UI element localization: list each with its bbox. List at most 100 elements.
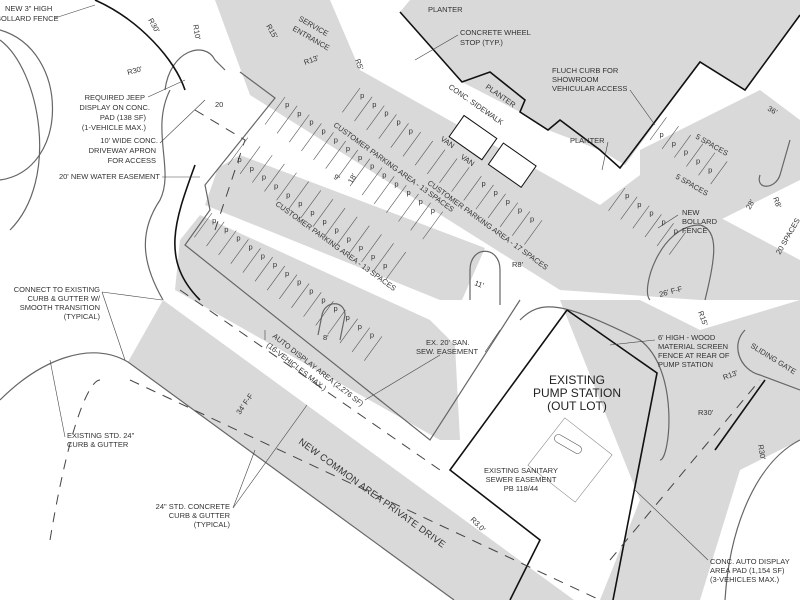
label-pump-station: EXISTING: [549, 373, 605, 387]
parking-stall-line: [632, 205, 650, 229]
label-san-easement: SEW. EASEMENT: [416, 347, 479, 356]
dim-r30-left: R30': [126, 64, 144, 77]
parking-stall-line: [414, 140, 434, 166]
parking-stall-line: [312, 199, 334, 227]
parking-marker: p: [372, 100, 376, 109]
label-twenty-spaces: 20 SPACES: [774, 217, 800, 256]
parking-marker: p: [347, 234, 351, 243]
island-lower: [317, 303, 346, 341]
water-easement-line: [194, 109, 246, 231]
private-drive: [128, 300, 574, 600]
pump-pad: [527, 417, 613, 503]
dim-18: 18': [346, 172, 359, 185]
parking-marker: p: [334, 304, 338, 313]
parking-stall-line: [366, 105, 385, 131]
parking-marker: p: [684, 148, 688, 157]
parking-marker: p: [309, 118, 313, 127]
parking-marker: p: [346, 313, 350, 322]
label-planter-right: PLANTER: [570, 136, 605, 145]
parking-marker: p: [323, 217, 327, 226]
right-lot-line: [714, 379, 766, 451]
curb-drive-upper: [144, 89, 171, 301]
label-std-curb: 24" STD. CONCRETE: [156, 502, 230, 511]
curb-drive-lower: [0, 352, 455, 600]
parking-stall-line: [410, 202, 431, 231]
label-flush-curb: VEHICULAR ACCESS: [552, 84, 627, 93]
parking-marker: p: [322, 126, 326, 135]
parking-stall-line: [398, 193, 419, 222]
parking-marker: p: [273, 260, 277, 269]
dim-9: 9': [332, 172, 342, 183]
parking-stall-line: [325, 140, 346, 169]
label-screen-fence: PUMP STATION: [658, 360, 713, 369]
parking-marker: p: [346, 144, 350, 153]
parking-stall-line: [276, 105, 298, 134]
parking-marker: p: [530, 214, 534, 223]
parking-marker: p: [224, 225, 228, 234]
parking-stall-line: [668, 231, 686, 255]
accessible-stalls: [448, 114, 537, 188]
parking-marker: p: [359, 243, 363, 252]
parking-stall-line: [339, 318, 358, 344]
parking-stall-line: [252, 154, 273, 183]
parking-stalls: pppppppppppppppppppppppppppppppppppppppp…: [194, 87, 728, 361]
building-area: [400, 0, 800, 165]
pump-curb: [519, 306, 670, 461]
parking-stall-line: [422, 211, 444, 240]
label-new-bollard: BOLLARD: [682, 217, 718, 226]
parking-stall-line: [524, 220, 543, 245]
parking-marker: p: [360, 91, 364, 100]
dim-r30: R30': [146, 17, 162, 35]
label-jeep-display: PAD (138 SF): [100, 113, 147, 122]
label-std-curb: (TYPICAL): [194, 520, 231, 529]
label-jeep-display: REQUIRED JEEP: [85, 93, 145, 102]
label-driveway-apron: 10' WIDE CONC.: [100, 136, 158, 145]
parking-stall-line: [194, 212, 213, 238]
parking-marker: p: [371, 252, 375, 261]
parking-stall-line: [451, 167, 470, 192]
label-connect-existing: (TYPICAL): [64, 312, 101, 321]
parking-stall-line: [303, 292, 322, 317]
parking-stall-line: [386, 184, 407, 213]
parking-stall-line: [313, 132, 334, 160]
parking-stall-line: [337, 149, 359, 178]
parking-stall-line: [300, 190, 322, 219]
parking-aisle-lower: [175, 215, 460, 440]
parking-stall-line: [239, 146, 261, 174]
parking-marker: p: [236, 234, 240, 243]
parking-marker: p: [407, 188, 411, 197]
parking-stall-line: [254, 256, 273, 282]
parking-marker: p: [506, 197, 510, 206]
parking-marker: p: [285, 269, 289, 278]
parking-marker: p: [382, 171, 386, 180]
parking-marker: p: [334, 135, 338, 144]
easement-line: [49, 379, 601, 600]
parking-stall-line: [463, 175, 482, 201]
gate-island: [737, 329, 800, 391]
parking-marker: p: [335, 226, 339, 235]
parking-marker: p: [431, 206, 435, 215]
parking-stall-line: [499, 202, 519, 228]
parking-marker: p: [212, 216, 216, 225]
label-existing-curb: EXISTING STD. 24": [67, 431, 135, 440]
parking-marker: p: [250, 164, 254, 173]
parking-stall-line: [288, 181, 309, 210]
dim-r10: R10': [191, 24, 203, 41]
parking-stall-line: [644, 214, 662, 238]
parking-marker: p: [394, 179, 398, 188]
dimensions: R30' R10' R15' R13' R5' R30' 20 9' 18' 3…: [126, 17, 783, 535]
curb-left-outer: [0, 39, 41, 231]
label-sanitary-easement: EXISTING SANITARY: [484, 466, 558, 475]
label-connect-existing: CONNECT TO EXISTING: [14, 285, 100, 294]
parking-stall-line: [349, 158, 371, 187]
parking-marker: p: [309, 287, 313, 296]
parking-stall-line: [608, 187, 626, 211]
label-screen-fence: 6' HIGH - WOOD: [658, 333, 716, 342]
parking-stall-line: [656, 223, 674, 247]
curb-parking-west: [184, 71, 521, 441]
parking-aisle-middle: [205, 155, 485, 300]
parking-stall-line: [315, 300, 334, 326]
parking-stall-line: [364, 336, 383, 361]
label-existing-curb: CURB & GUTTER: [67, 440, 129, 449]
label-flush-curb: FLUCH CURB FOR: [552, 66, 619, 75]
